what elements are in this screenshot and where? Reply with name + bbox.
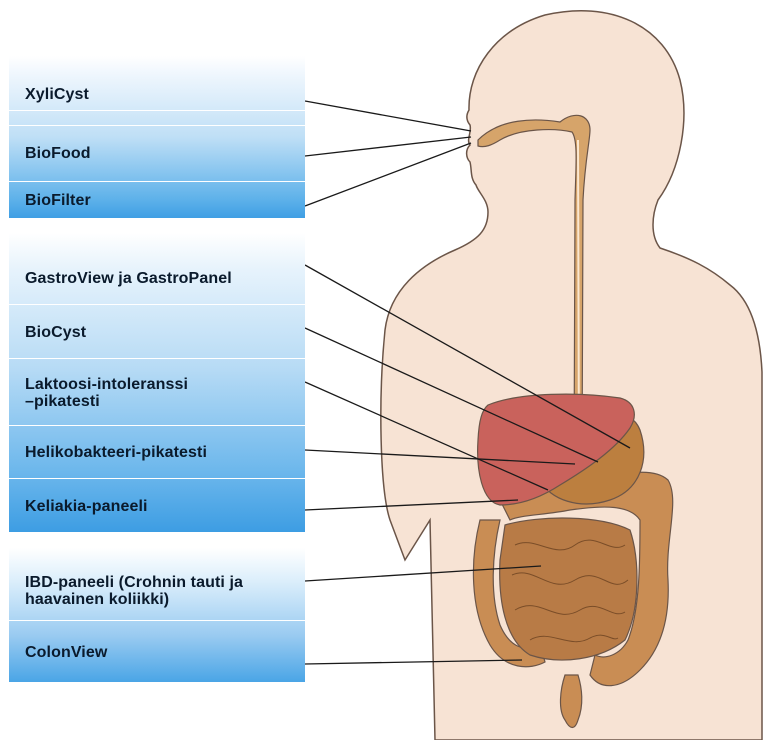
label-colonview: ColonView <box>25 644 107 661</box>
label-box: Laktoosi-intoleranssi –pikatesti <box>9 360 305 426</box>
label-keliakia: Keliakia-paneeli <box>25 498 148 515</box>
label-helikobakteeri: Helikobakteeri-pikatesti <box>25 444 207 461</box>
leader-line-xylicyst <box>305 101 471 131</box>
label-gastroview: GastroView ja GastroPanel <box>25 270 232 287</box>
label-box: BioFood <box>9 126 305 182</box>
label-biocyst: BioCyst <box>25 324 86 341</box>
label-box: ColonView <box>9 622 305 682</box>
label-biofilter: BioFilter <box>25 192 91 209</box>
label-laktoosi: Laktoosi-intoleranssi –pikatesti <box>25 376 188 410</box>
label-group-intestine: IBD-paneeli (Crohnin tauti ja haavainen … <box>9 548 305 682</box>
divider <box>9 181 305 182</box>
label-box: Keliakia-paneeli <box>9 480 305 532</box>
label-box: GastroView ja GastroPanel <box>9 233 305 305</box>
label-xylicyst: XyliCyst <box>25 86 89 103</box>
leader-line-biofilter <box>305 143 471 206</box>
divider <box>9 125 305 126</box>
label-ibd: IBD-paneeli (Crohnin tauti ja haavainen … <box>25 574 243 608</box>
label-box: XyliCyst <box>9 56 305 111</box>
leader-line-biofood <box>305 137 471 156</box>
label-box: BioCyst <box>9 306 305 359</box>
label-box: IBD-paneeli (Crohnin tauti ja haavainen … <box>9 548 305 621</box>
label-box: BioFilter <box>9 182 305 218</box>
label-group-stomach: GastroView ja GastroPanel BioCyst Laktoo… <box>9 233 305 532</box>
label-box: Helikobakteeri-pikatesti <box>9 427 305 479</box>
label-group-mouth: XyliCyst BioFood BioFilter <box>9 56 305 218</box>
label-biofood: BioFood <box>25 145 91 162</box>
